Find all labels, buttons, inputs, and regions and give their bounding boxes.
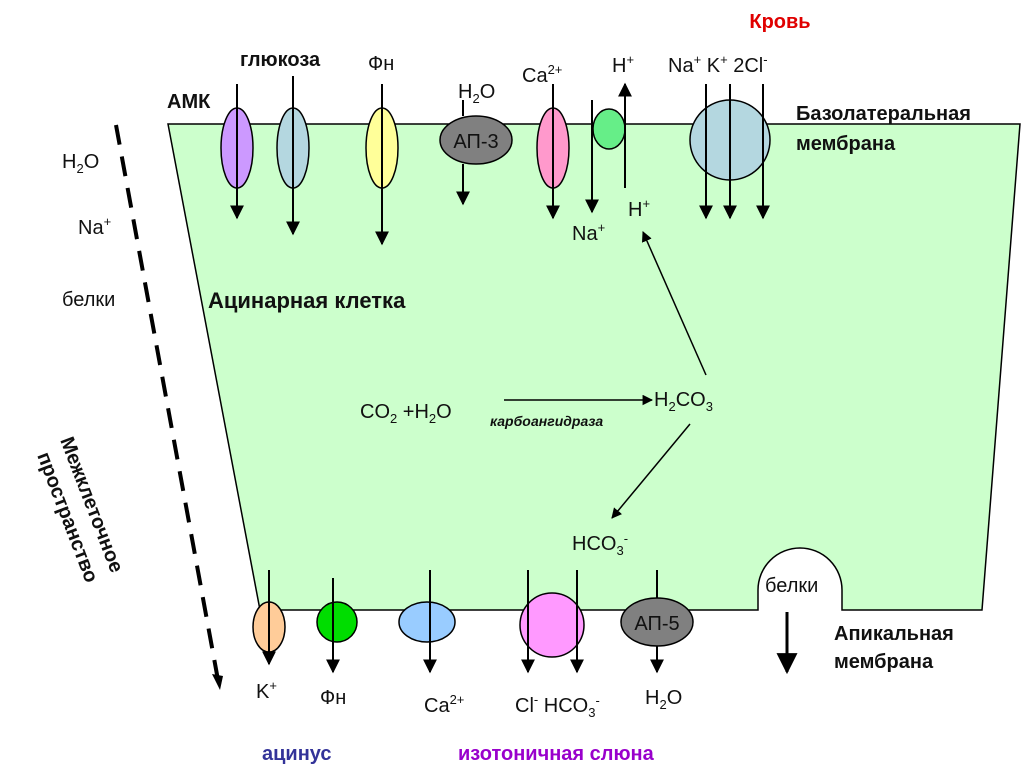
blood-label: Кровь: [749, 11, 810, 33]
proteins-apical-label: белки: [765, 575, 818, 597]
h2o-out-label: H2O: [645, 687, 682, 712]
h2co3-label: H2CO3: [654, 389, 713, 414]
glucose-label: глюкоза: [240, 49, 321, 71]
acinus-label: ацинус: [262, 743, 332, 765]
k-out-label: K+: [256, 678, 277, 703]
basolateral-label-1: Базолатеральная: [796, 103, 971, 125]
apical-label-2: мембрана: [834, 651, 934, 673]
ap3-label: АП-3: [453, 131, 498, 153]
h-top-label: H+: [612, 52, 634, 77]
nakcl-label: Na+ K+ 2Cl-: [668, 52, 768, 77]
interstitial-na-label: Na+: [78, 214, 111, 239]
apical-label-1: Апикальная: [834, 623, 954, 645]
cl-hco3-out-label: Cl- HCO3-: [515, 692, 600, 720]
phn-out-label: Фн: [320, 687, 346, 709]
interstitial-arrow-head: [212, 674, 223, 690]
ca-apical-channel: [398, 601, 456, 643]
cl-hco3-exchanger: [519, 592, 585, 658]
h2o-top-label: H2O: [458, 81, 495, 106]
co2-h2o-label: CO2 +H2O: [360, 401, 452, 426]
ap5-label: АП-5: [634, 613, 679, 635]
na-h-exchanger: [592, 108, 626, 150]
h2co3-to-hco3-arrow: [611, 423, 691, 519]
hco3-inner-label: HCO3-: [572, 531, 628, 558]
acinar-cell-body: [167, 123, 1021, 611]
isotonic-saliva-label: изотоничная слюна: [458, 743, 655, 765]
interstitial-h2o-label: H2O: [62, 151, 99, 176]
cell-title: Ацинарная клетка: [208, 288, 406, 313]
ca-top-label: Ca2+: [522, 62, 562, 87]
phn-top-label: Фн: [368, 53, 394, 75]
ca-out-label: Ca2+: [424, 692, 464, 717]
interstitial-space-label: Межклеточное пространство: [32, 434, 127, 586]
phn-apical-transporter: [316, 601, 358, 643]
amk-label: АМК: [167, 91, 211, 113]
ap3-channel: [439, 115, 513, 165]
basolateral-label-2: мембрана: [796, 133, 896, 155]
h2co3-to-h-arrow: [642, 231, 707, 376]
interstitial-proteins-label: белки: [62, 289, 115, 311]
enzyme-label: карбоангидраза: [490, 413, 603, 429]
